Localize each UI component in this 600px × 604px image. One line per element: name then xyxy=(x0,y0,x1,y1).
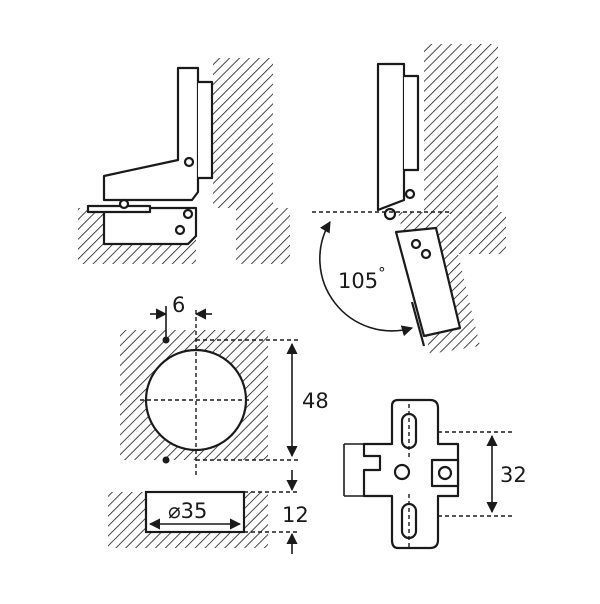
plate-adjust-screw xyxy=(437,465,453,481)
mounting-plate-view: 32 xyxy=(343,398,527,550)
angle-arc xyxy=(319,221,414,337)
hinge-arm-open xyxy=(376,62,406,212)
open-hinge-view: 105° xyxy=(312,44,506,354)
mounting-plate xyxy=(198,80,214,180)
cabinet-edge xyxy=(450,212,506,254)
cabinet-side-wall-2 xyxy=(424,44,498,214)
cup-screw-2 xyxy=(174,224,186,236)
pivot-screw-open xyxy=(404,188,416,200)
screw-hole-bottom xyxy=(162,456,170,464)
hinge-cup xyxy=(102,206,198,246)
pivot-knuckle xyxy=(383,207,397,221)
plate-outline xyxy=(362,398,460,550)
dim-12-label: 12 xyxy=(282,503,309,527)
cup-screw-open-2 xyxy=(420,248,432,260)
dim-6-label: 6 xyxy=(172,293,185,317)
hinge-arm xyxy=(102,66,200,202)
drilling-pattern-view: 6 48 ⌀35 12 xyxy=(108,293,329,554)
cup-rivet xyxy=(118,198,130,210)
cup-screw-1 xyxy=(182,208,194,220)
cup-flange xyxy=(86,204,152,214)
dim-35-label: ⌀35 xyxy=(168,499,207,523)
angle-label: 105° xyxy=(338,264,386,293)
dim-32-label: 32 xyxy=(500,463,527,487)
mounting-plate-open xyxy=(404,74,420,172)
plate-center-hole xyxy=(393,463,411,481)
pivot-screw xyxy=(183,156,195,168)
cup-screw-open-1 xyxy=(410,238,422,250)
door-edge-line xyxy=(410,301,426,347)
closed-hinge-view xyxy=(78,58,290,264)
cabinet-side-wall xyxy=(213,58,273,208)
dim-48-label: 48 xyxy=(302,389,329,413)
door-panel-right xyxy=(236,208,290,264)
